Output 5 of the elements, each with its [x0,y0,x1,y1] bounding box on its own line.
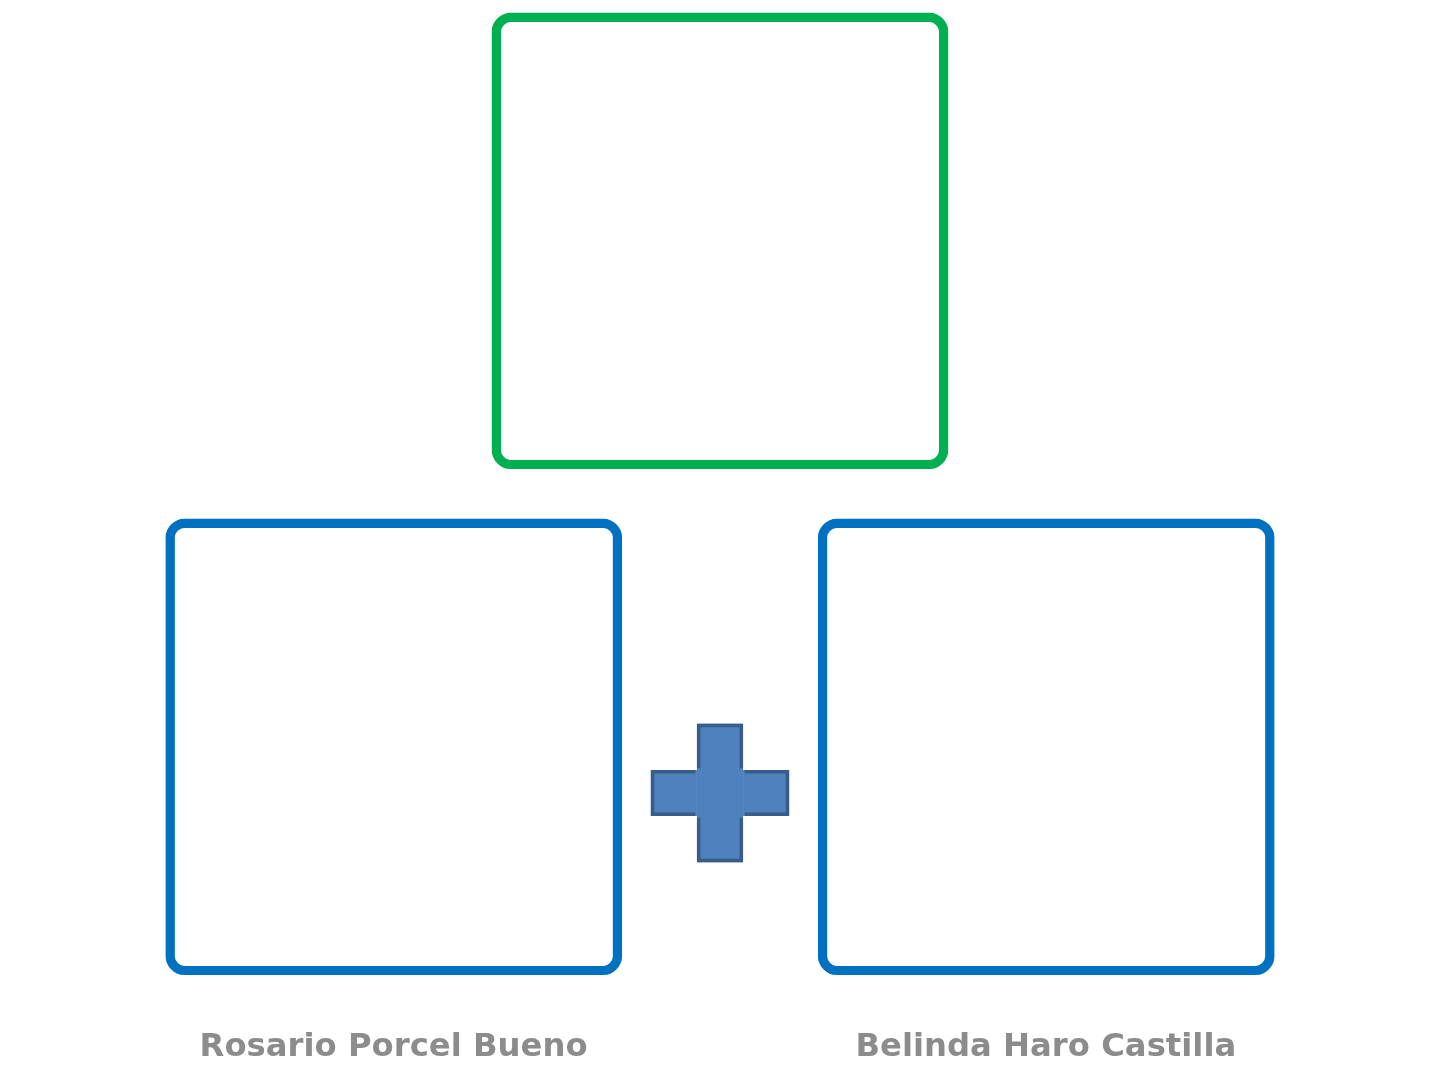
node-label: Rosario Porcel Bueno [199,1026,588,1065]
node-box [165,518,623,976]
node-box [817,518,1275,976]
node-box [491,12,949,470]
node-label: Belinda Haro Castilla [855,1026,1237,1065]
